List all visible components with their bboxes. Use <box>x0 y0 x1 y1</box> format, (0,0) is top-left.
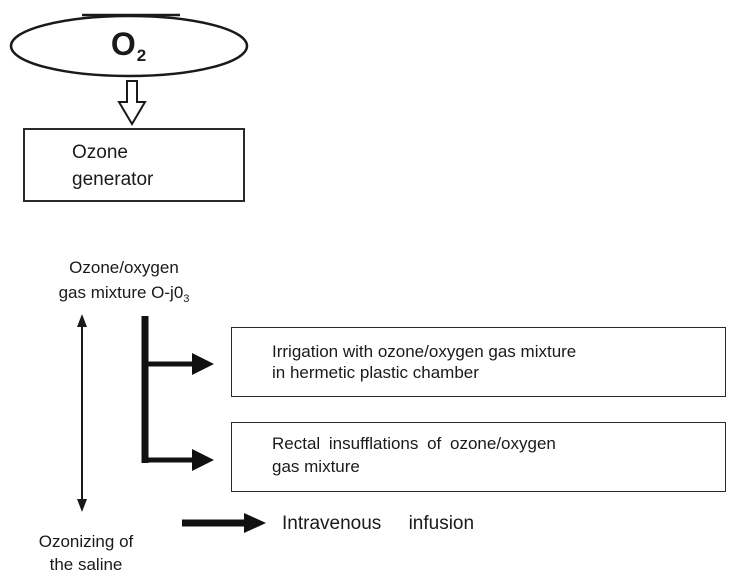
arrow-head-rectal <box>192 449 214 471</box>
arrow-head-irrigation <box>192 353 214 375</box>
saline-line1: Ozonizing of <box>38 532 134 551</box>
double-arrow-down-head <box>77 499 87 512</box>
irrigation-line2: in hermetic plastic chamber <box>272 363 479 382</box>
oxygen-node: O2 <box>10 15 248 77</box>
oxygen-subscript: 2 <box>136 46 148 65</box>
intravenous-arrow-head <box>244 513 266 533</box>
ozone-generator-line1: Ozone <box>72 142 128 163</box>
irrigation-label: Irrigation with ozone/oxygen gas mixture… <box>272 341 712 383</box>
rectal-line1: Rectal insufflations of ozone/oxygen <box>272 434 556 453</box>
oxygen-label: O2 <box>111 26 147 66</box>
gas-mixture-label: Ozone/oxygen gas mixture O-j03 <box>54 255 194 312</box>
saline-label: Ozonizing of the saline <box>36 530 136 576</box>
saline-line2: the saline <box>49 555 123 574</box>
ozone-generator-box <box>23 128 245 202</box>
gas-mixture-subscript: 3 <box>183 293 190 305</box>
ozone-generator-line2: generator <box>72 169 154 190</box>
rectal-label: Rectal insufflations of ozone/oxygen gas… <box>272 432 712 478</box>
irrigation-line1: Irrigation with ozone/oxygen gas mixture <box>272 342 577 361</box>
rectal-box <box>231 422 726 492</box>
oxygen-symbol: O <box>110 26 137 62</box>
ozone-generator-label: Ozone generator <box>72 139 222 193</box>
gas-mixture-line2: gas mixture O-j0 <box>58 283 184 302</box>
gas-mixture-line1: Ozone/oxygen <box>69 258 179 277</box>
double-arrow-up-head <box>77 314 87 327</box>
irrigation-box <box>231 327 726 397</box>
intravenous-label: Intravenous infusion <box>282 513 475 534</box>
gas-mixture-line2-wrap: gas mixture O-j03 <box>54 280 194 312</box>
hollow-down-arrow <box>117 80 147 126</box>
rectal-line2: gas mixture <box>272 457 360 476</box>
